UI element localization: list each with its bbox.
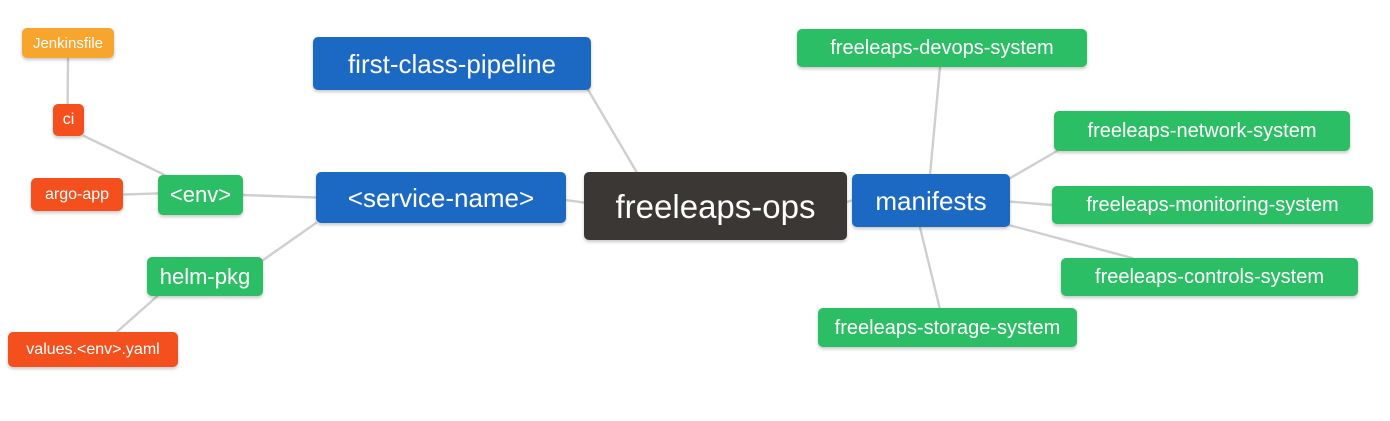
node-label: ci bbox=[62, 111, 75, 128]
edge-freeleaps-ops-manifests bbox=[845, 199, 854, 204]
node-devops-system[interactable]: freeleaps-devops-system bbox=[797, 29, 1087, 67]
edge-env-service-name bbox=[241, 193, 318, 199]
edge-values-env-yaml-helm-pkg bbox=[115, 294, 159, 334]
node-network-system[interactable]: freeleaps-network-system bbox=[1054, 111, 1350, 151]
node-values-env-yaml[interactable]: values.<env>.yaml bbox=[8, 332, 178, 367]
node-label: <env> bbox=[169, 182, 232, 207]
edge-service-name-freeleaps-ops bbox=[564, 198, 586, 204]
node-label: Jenkinsfile bbox=[32, 34, 104, 52]
node-label: manifests bbox=[875, 185, 987, 216]
node-label: helm-pkg bbox=[159, 263, 251, 289]
node-controls-system[interactable]: freeleaps-controls-system bbox=[1061, 258, 1358, 296]
node-freeleaps-ops[interactable]: freeleaps-ops bbox=[584, 172, 847, 240]
edge-argo-app-env bbox=[121, 192, 160, 196]
edge-helm-pkg-service-name bbox=[261, 221, 318, 262]
node-label: freeleaps-ops bbox=[615, 187, 816, 225]
edge-manifests-storage-system bbox=[918, 225, 941, 310]
node-env[interactable]: <env> bbox=[158, 175, 243, 215]
node-label: values.<env>.yaml bbox=[26, 340, 160, 358]
node-label: freeleaps-monitoring-system bbox=[1086, 194, 1339, 216]
node-label: freeleaps-network-system bbox=[1087, 120, 1317, 142]
edge-manifests-network-system bbox=[1008, 149, 1059, 180]
node-label: <service-name> bbox=[347, 182, 535, 213]
edge-ci-env bbox=[82, 134, 167, 177]
node-service-name[interactable]: <service-name> bbox=[316, 172, 566, 223]
edge-first-class-pipeline-freeleaps-ops bbox=[587, 88, 638, 174]
node-monitoring-system[interactable]: freeleaps-monitoring-system bbox=[1052, 186, 1373, 224]
node-storage-system[interactable]: freeleaps-storage-system bbox=[818, 308, 1077, 347]
node-ci[interactable]: ci bbox=[53, 104, 84, 136]
edge-manifests-monitoring-system bbox=[1008, 200, 1054, 207]
node-label: freeleaps-devops-system bbox=[830, 37, 1054, 59]
node-manifests[interactable]: manifests bbox=[852, 174, 1010, 227]
edge-manifests-devops-system bbox=[928, 65, 942, 176]
node-label: argo-app bbox=[44, 185, 110, 203]
node-label: freeleaps-storage-system bbox=[834, 316, 1061, 339]
node-label: first-class-pipeline bbox=[347, 48, 557, 79]
node-label: freeleaps-controls-system bbox=[1095, 266, 1324, 288]
node-jenkinsfile[interactable]: Jenkinsfile bbox=[22, 28, 114, 58]
node-first-class-pipeline[interactable]: first-class-pipeline bbox=[313, 37, 591, 90]
edge-manifests-controls-system bbox=[1007, 223, 1134, 260]
node-helm-pkg[interactable]: helm-pkg bbox=[147, 257, 263, 296]
node-argo-app[interactable]: argo-app bbox=[31, 178, 123, 211]
